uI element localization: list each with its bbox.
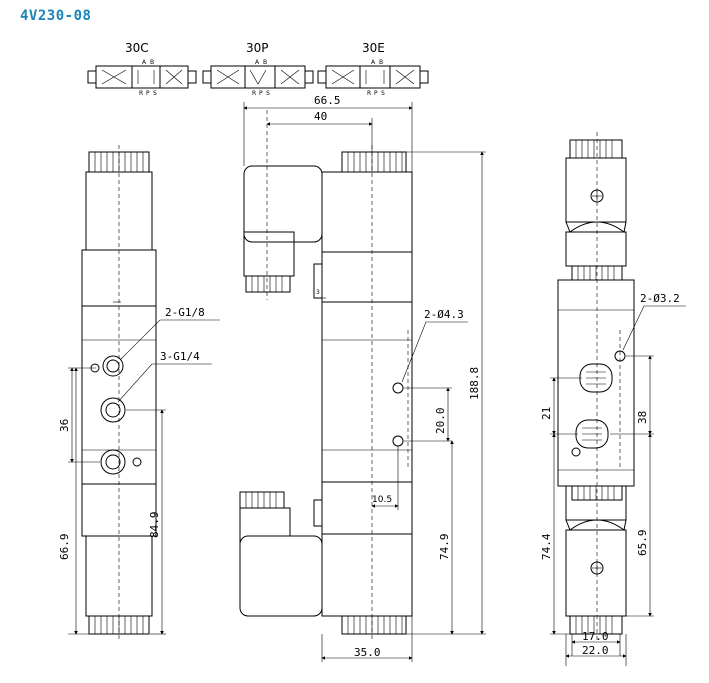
- svg-text:R: R: [367, 90, 371, 97]
- svg-text:R: R: [252, 90, 256, 97]
- dim-36: 36: [58, 419, 71, 432]
- svg-text:P: P: [146, 90, 150, 97]
- dim-20-0: 20.0: [434, 408, 447, 435]
- callout-g14: 3-G1/4: [160, 350, 200, 363]
- svg-text:A: A: [371, 59, 376, 66]
- dim-188-8: 188.8: [468, 367, 481, 400]
- dim-40: 40: [314, 110, 327, 123]
- svg-text:P: P: [259, 90, 263, 97]
- dim-66-9: 66.9: [58, 534, 71, 561]
- dim-22-0: 22.0: [582, 644, 609, 657]
- symbol-30p: 30P A B R P S: [202, 41, 314, 97]
- dim-10-5: 10.5: [372, 495, 392, 505]
- model-title: 4V230-08: [20, 8, 92, 24]
- end-view: 2-Ø3.2 21 74.4 38 65.9: [540, 132, 686, 666]
- dim-17-0: 17.0: [582, 630, 609, 643]
- dim-38: 38: [636, 411, 649, 424]
- svg-text:S: S: [266, 90, 270, 97]
- svg-text:R: R: [139, 90, 143, 97]
- dim-66-5: 66.5: [314, 94, 341, 107]
- svg-text:A: A: [255, 59, 260, 66]
- front-view: 2-G1/8 3-G1/4 36 66.9 84.9: [58, 145, 220, 640]
- side-view: 3 2-Ø4.3 66.5 40: [239, 94, 486, 662]
- callout-d32: 2-Ø3.2: [640, 292, 680, 305]
- dim-35-0: 35.0: [354, 646, 381, 659]
- dim-65-9: 65.9: [636, 530, 649, 557]
- callout-d43: 2-Ø4.3: [424, 308, 464, 321]
- svg-text:B: B: [379, 59, 383, 66]
- symbol-30c: 30C A B R P S: [87, 41, 197, 97]
- dim-74-4: 74.4: [540, 533, 553, 560]
- svg-text:S: S: [381, 90, 385, 97]
- callout-g18: 2-G1/8: [165, 306, 205, 319]
- symbol-label-30c: 30C: [125, 41, 149, 55]
- dim-21: 21: [540, 407, 553, 420]
- svg-text:B: B: [150, 59, 154, 66]
- symbol-label-30p: 30P: [246, 41, 269, 55]
- symbol-label-30e: 30E: [362, 41, 385, 55]
- symbol-30e: 30E A B R P S: [317, 41, 429, 97]
- svg-text:P: P: [374, 90, 378, 97]
- svg-text:S: S: [153, 90, 157, 97]
- svg-text:A: A: [142, 59, 147, 66]
- svg-text:B: B: [263, 59, 267, 66]
- dim-74-9: 74.9: [438, 534, 451, 561]
- dim-3: 3: [316, 289, 320, 296]
- dim-84-9: 84.9: [148, 512, 161, 539]
